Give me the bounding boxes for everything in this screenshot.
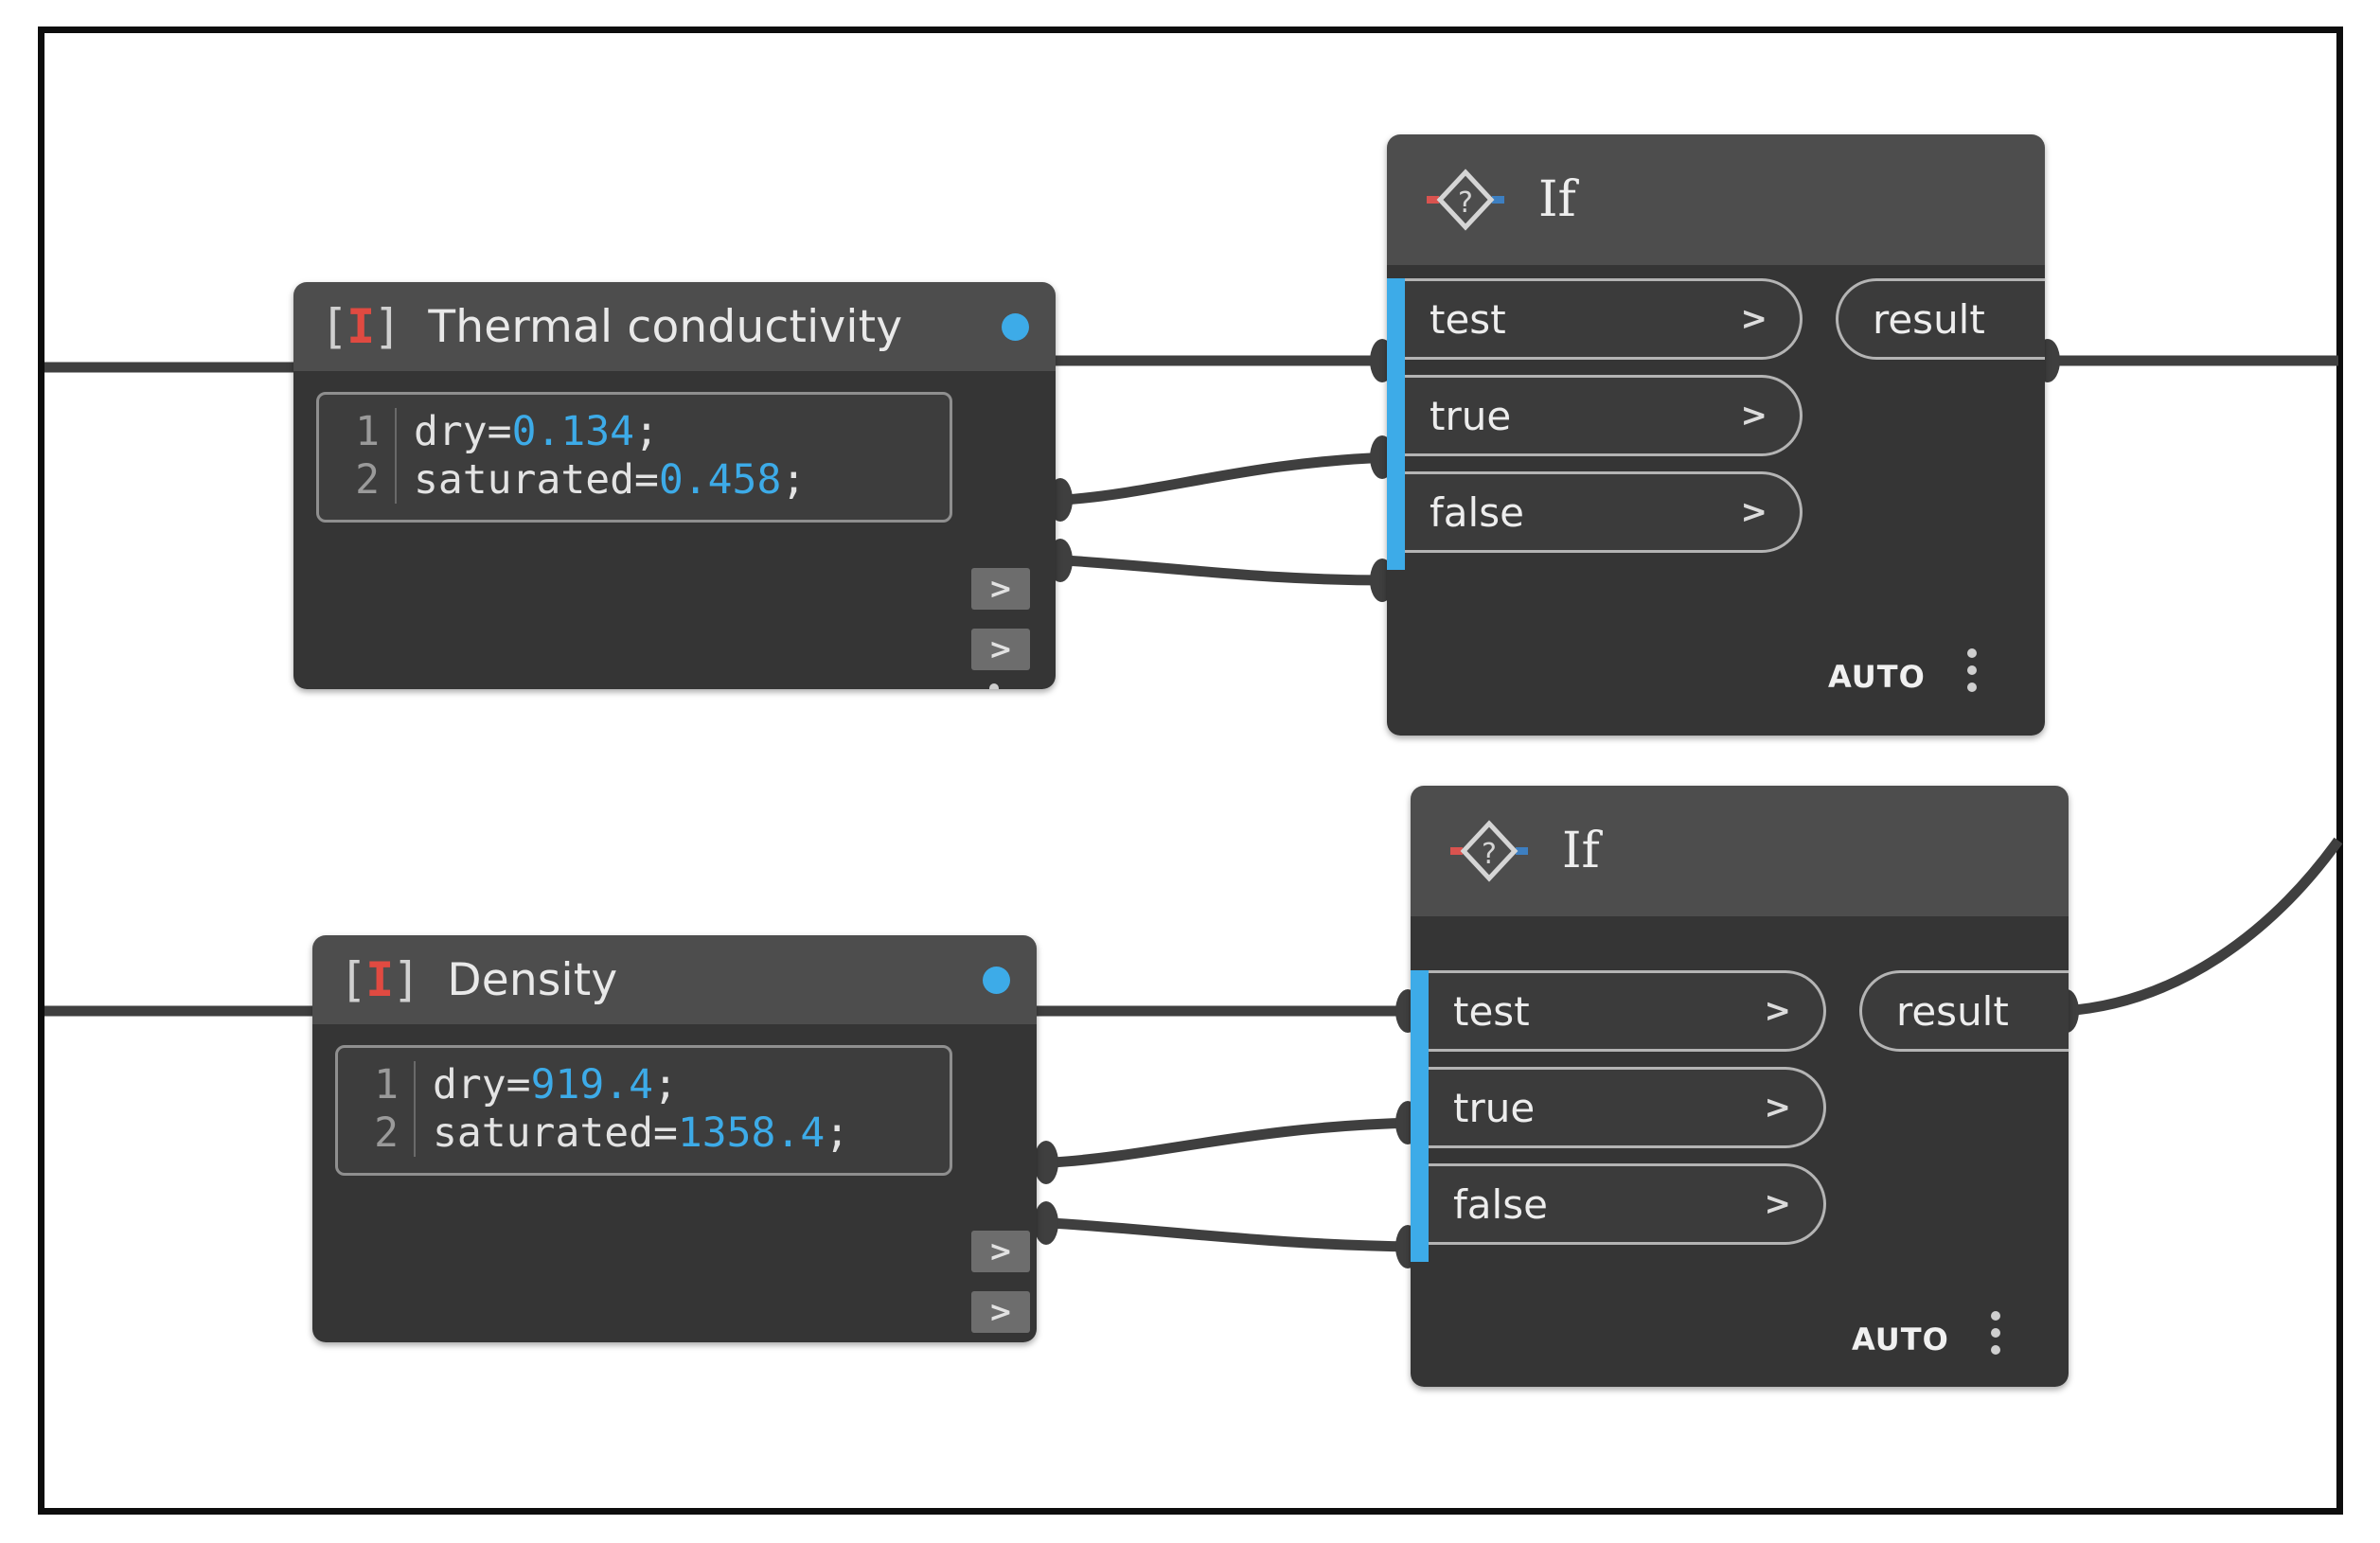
port-label: test bbox=[1430, 295, 1506, 343]
input-port-false[interactable]: false > bbox=[1429, 1163, 1826, 1245]
code-terminator: ; bbox=[653, 1061, 678, 1108]
code-block-icon-bar: I bbox=[346, 299, 375, 354]
input-port-true[interactable]: true > bbox=[1429, 1067, 1826, 1148]
chevron-right-icon: > bbox=[1764, 1089, 1792, 1126]
line-number: 2 bbox=[355, 1108, 416, 1158]
status-dot bbox=[1002, 312, 1029, 341]
code-line: 2 saturated= 0.458 ; bbox=[336, 455, 950, 505]
svg-text:?: ? bbox=[1458, 186, 1473, 220]
output-port-button-2[interactable]: > bbox=[971, 629, 1030, 670]
output-port-button-1[interactable]: > bbox=[971, 568, 1030, 610]
code-block-node-density[interactable]: [I] Density 1 dry= 919.4 ; 2 saturated= … bbox=[312, 935, 1037, 1342]
chevron-right-icon: > bbox=[1740, 300, 1768, 338]
status-dot bbox=[983, 966, 1010, 994]
output-port-result[interactable]: result bbox=[1836, 278, 2045, 360]
kebab-menu-icon[interactable] bbox=[1967, 648, 1977, 692]
code-terminator: ; bbox=[781, 455, 807, 504]
code-variable: saturated= bbox=[414, 455, 659, 504]
node-title: Thermal conductivity bbox=[428, 300, 903, 353]
input-port-test[interactable]: test > bbox=[1429, 970, 1826, 1052]
code-value: 0.134 bbox=[511, 408, 635, 455]
code-line: 1 dry= 0.134 ; bbox=[336, 408, 950, 456]
auto-label: AUTO bbox=[1828, 659, 1926, 695]
line-number: 2 bbox=[336, 455, 397, 505]
port-label: result bbox=[1896, 987, 2009, 1035]
code-variable: dry= bbox=[433, 1061, 531, 1108]
input-port-test[interactable]: test > bbox=[1405, 278, 1803, 360]
auto-label: AUTO bbox=[1852, 1321, 1949, 1357]
code-block-icon-bar: I bbox=[365, 952, 394, 1007]
node-title: Density bbox=[447, 953, 618, 1006]
port-label: true bbox=[1430, 392, 1512, 439]
kebab-menu-icon[interactable] bbox=[989, 683, 999, 689]
node-header[interactable]: ? If bbox=[1411, 786, 2069, 916]
code-block-icon: [I] bbox=[339, 952, 420, 1007]
code-variable: dry= bbox=[414, 408, 512, 455]
svg-text:?: ? bbox=[1482, 838, 1497, 871]
port-label: false bbox=[1453, 1180, 1548, 1228]
code-editor[interactable]: 1 dry= 0.134 ; 2 saturated= 0.458 ; bbox=[316, 392, 952, 523]
chevron-right-icon: > bbox=[1764, 992, 1792, 1030]
if-diamond-question-icon: ? bbox=[1427, 168, 1504, 231]
node-header[interactable]: [I] Thermal conductivity bbox=[293, 282, 1056, 371]
output-port-button-2[interactable]: > bbox=[971, 1291, 1030, 1333]
input-port-rail bbox=[1387, 278, 1405, 570]
code-variable: saturated= bbox=[433, 1108, 678, 1157]
chevron-right-icon: > bbox=[1740, 397, 1768, 435]
code-value: 919.4 bbox=[530, 1061, 654, 1108]
node-title: If bbox=[1538, 171, 1576, 228]
node-header[interactable]: [I] Density bbox=[312, 935, 1037, 1024]
code-line: 1 dry= 919.4 ; bbox=[355, 1061, 950, 1109]
if-diamond-question-icon: ? bbox=[1450, 820, 1528, 882]
code-value: 1358.4 bbox=[677, 1108, 826, 1157]
chevron-right-icon: > bbox=[1740, 493, 1768, 531]
code-terminator: ; bbox=[634, 408, 659, 455]
output-port-result[interactable]: result bbox=[1859, 970, 2069, 1052]
input-port-false[interactable]: false > bbox=[1405, 471, 1803, 553]
port-label: result bbox=[1873, 295, 1985, 343]
if-node-bottom[interactable]: ? If test > true > false > result AUTO bbox=[1411, 786, 2069, 1387]
node-header[interactable]: ? If bbox=[1387, 134, 2045, 265]
code-line: 2 saturated= 1358.4 ; bbox=[355, 1108, 950, 1158]
code-terminator: ; bbox=[825, 1108, 850, 1157]
port-label: true bbox=[1453, 1084, 1536, 1131]
line-number: 1 bbox=[336, 408, 397, 456]
node-body: test > true > false > result AUTO bbox=[1387, 265, 2045, 736]
if-node-top[interactable]: ? If test > true > false > result AUTO bbox=[1387, 134, 2045, 736]
kebab-menu-icon[interactable] bbox=[1991, 1311, 2000, 1355]
port-label: false bbox=[1430, 488, 1524, 536]
input-port-rail bbox=[1411, 970, 1429, 1262]
node-body: 1 dry= 919.4 ; 2 saturated= 1358.4 ; > > bbox=[312, 1024, 1037, 1342]
node-body: 1 dry= 0.134 ; 2 saturated= 0.458 ; > > bbox=[293, 371, 1056, 689]
port-label: test bbox=[1453, 987, 1530, 1035]
node-title: If bbox=[1562, 823, 1600, 879]
code-editor[interactable]: 1 dry= 919.4 ; 2 saturated= 1358.4 ; bbox=[335, 1045, 952, 1176]
chevron-right-icon: > bbox=[1764, 1185, 1792, 1223]
node-body: test > true > false > result AUTO bbox=[1411, 916, 2069, 1387]
line-number: 1 bbox=[355, 1061, 416, 1109]
code-value: 0.458 bbox=[658, 455, 782, 504]
output-port-button-1[interactable]: > bbox=[971, 1231, 1030, 1272]
code-block-icon: [I] bbox=[320, 299, 401, 354]
input-port-true[interactable]: true > bbox=[1405, 375, 1803, 456]
code-block-node-thermal-conductivity[interactable]: [I] Thermal conductivity 1 dry= 0.134 ; … bbox=[293, 282, 1056, 689]
